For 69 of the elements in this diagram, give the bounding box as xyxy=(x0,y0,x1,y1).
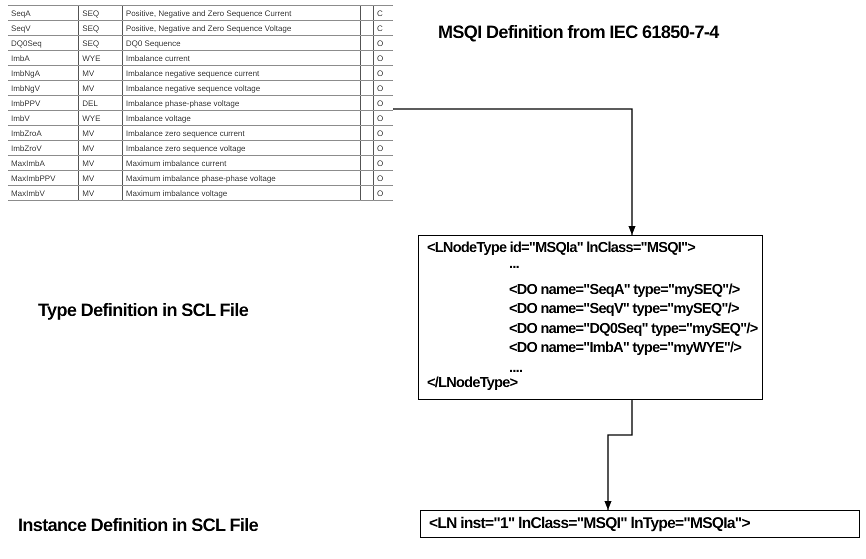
diagram-title: MSQI Definition from IEC 61850-7-4 xyxy=(438,22,719,43)
table-cell-text: ImbNgA xyxy=(11,68,40,78)
table-cell-text: MaxImbA xyxy=(11,158,45,168)
code-box xyxy=(418,235,763,400)
table-cell-text: ImbV xyxy=(11,114,30,122)
table-cell-text: O xyxy=(376,188,384,198)
code-line: <DO name="SeqA" type="mySEQ"/> xyxy=(509,282,740,298)
table-cell-text: Imbalance zero sequence current xyxy=(126,128,245,138)
table-cell-text: Maximum imbalance phase-phase voltage xyxy=(126,174,276,182)
table-cell-text: Imbalance voltage xyxy=(126,114,191,122)
table-cell-text: MV xyxy=(82,144,94,152)
table-cell-text: ImbNgV xyxy=(11,84,40,92)
table-cell-text: O xyxy=(376,114,384,122)
table-cell-text: MV xyxy=(82,174,94,182)
table-cell-text: Imbalance current xyxy=(126,54,190,62)
table-cell-text: C xyxy=(376,24,383,32)
table-cell-text: SeqA xyxy=(11,8,31,18)
table-cell-text: ImbZroV xyxy=(11,144,42,152)
table-cell-text: Positive, Negative and Zero Sequence Voltage xyxy=(126,24,292,32)
code-box xyxy=(420,510,860,538)
table-cell-text: O xyxy=(376,68,384,78)
code-line: </LNodeType> xyxy=(427,375,518,391)
table-cell-text: C xyxy=(376,8,383,18)
table-cell-text: Maximum imbalance voltage xyxy=(126,188,228,198)
table-cell-text: ImbZroA xyxy=(11,128,42,138)
code-line: <LNodeType id="MSQIa" lnClass="MSQI"> xyxy=(427,240,696,256)
table-cell-text: DQ0 Sequence xyxy=(126,38,181,48)
table-cell-text: O xyxy=(376,98,384,108)
table-cell-text: WYE xyxy=(82,114,100,122)
table-cell-text: Imbalance zero sequence voltage xyxy=(126,144,246,152)
table-cell-text: MV xyxy=(82,128,94,138)
table-cell-text: SEQ xyxy=(82,38,100,48)
table-cell-text: O xyxy=(376,158,384,168)
table-cell-text: ImbPPV xyxy=(11,98,40,108)
code-line: <DO name="DQ0Seq" type="mySEQ"/> xyxy=(509,320,758,336)
table-cell-text: Maximum imbalance current xyxy=(126,158,226,168)
arrow xyxy=(393,108,636,235)
table-cell-text: MV xyxy=(82,158,94,168)
table-cell-text: MV xyxy=(82,188,94,198)
section-label: Type Definition in SCL File xyxy=(38,300,248,321)
table-cell-text: O xyxy=(376,54,384,62)
code-line: <DO name="SeqV" type="mySEQ"/> xyxy=(509,301,739,317)
table-cell-text: WYE xyxy=(82,54,100,62)
table-cell-text: Imbalance negative sequence current xyxy=(126,68,260,78)
table-cell-text: DQ0Seq xyxy=(11,38,42,48)
table-cell-text: Positive, Negative and Zero Sequence Current xyxy=(126,8,292,18)
table-cell-text: SEQ xyxy=(82,8,100,18)
table-cell-text: ImbA xyxy=(11,54,30,62)
table-cell-text: O xyxy=(376,128,384,138)
code-line: <DO name="ImbA" type="myWYE"/> xyxy=(509,340,742,356)
table-cell-text: SEQ xyxy=(82,24,100,32)
table-cell-text: O xyxy=(376,84,384,92)
table-cell-text: MV xyxy=(82,84,94,92)
table-cell-text: O xyxy=(376,38,384,48)
data-table xyxy=(8,5,393,201)
table-cell-text: O xyxy=(376,144,384,152)
table-cell-text: SeqV xyxy=(11,24,31,32)
table-cell-text: Imbalance phase-phase voltage xyxy=(126,98,240,108)
table-cell-text: MaxImbV xyxy=(11,188,45,198)
table-cell-text: O xyxy=(376,174,384,182)
code-line: ... xyxy=(509,256,519,272)
table-cell-text: Imbalance negative sequence voltage xyxy=(126,84,260,92)
arrow xyxy=(604,400,633,510)
code-line: .... xyxy=(509,360,522,376)
table-cell-text: MV xyxy=(82,68,94,78)
section-label: Instance Definition in SCL File xyxy=(18,515,260,536)
table-cell-text: MaxImbPPV xyxy=(11,174,56,182)
code-line: <LN inst="1" lnClass="MSQI" lnType="MSQIa"> xyxy=(429,515,750,533)
table-cell-text: DEL xyxy=(82,98,98,108)
